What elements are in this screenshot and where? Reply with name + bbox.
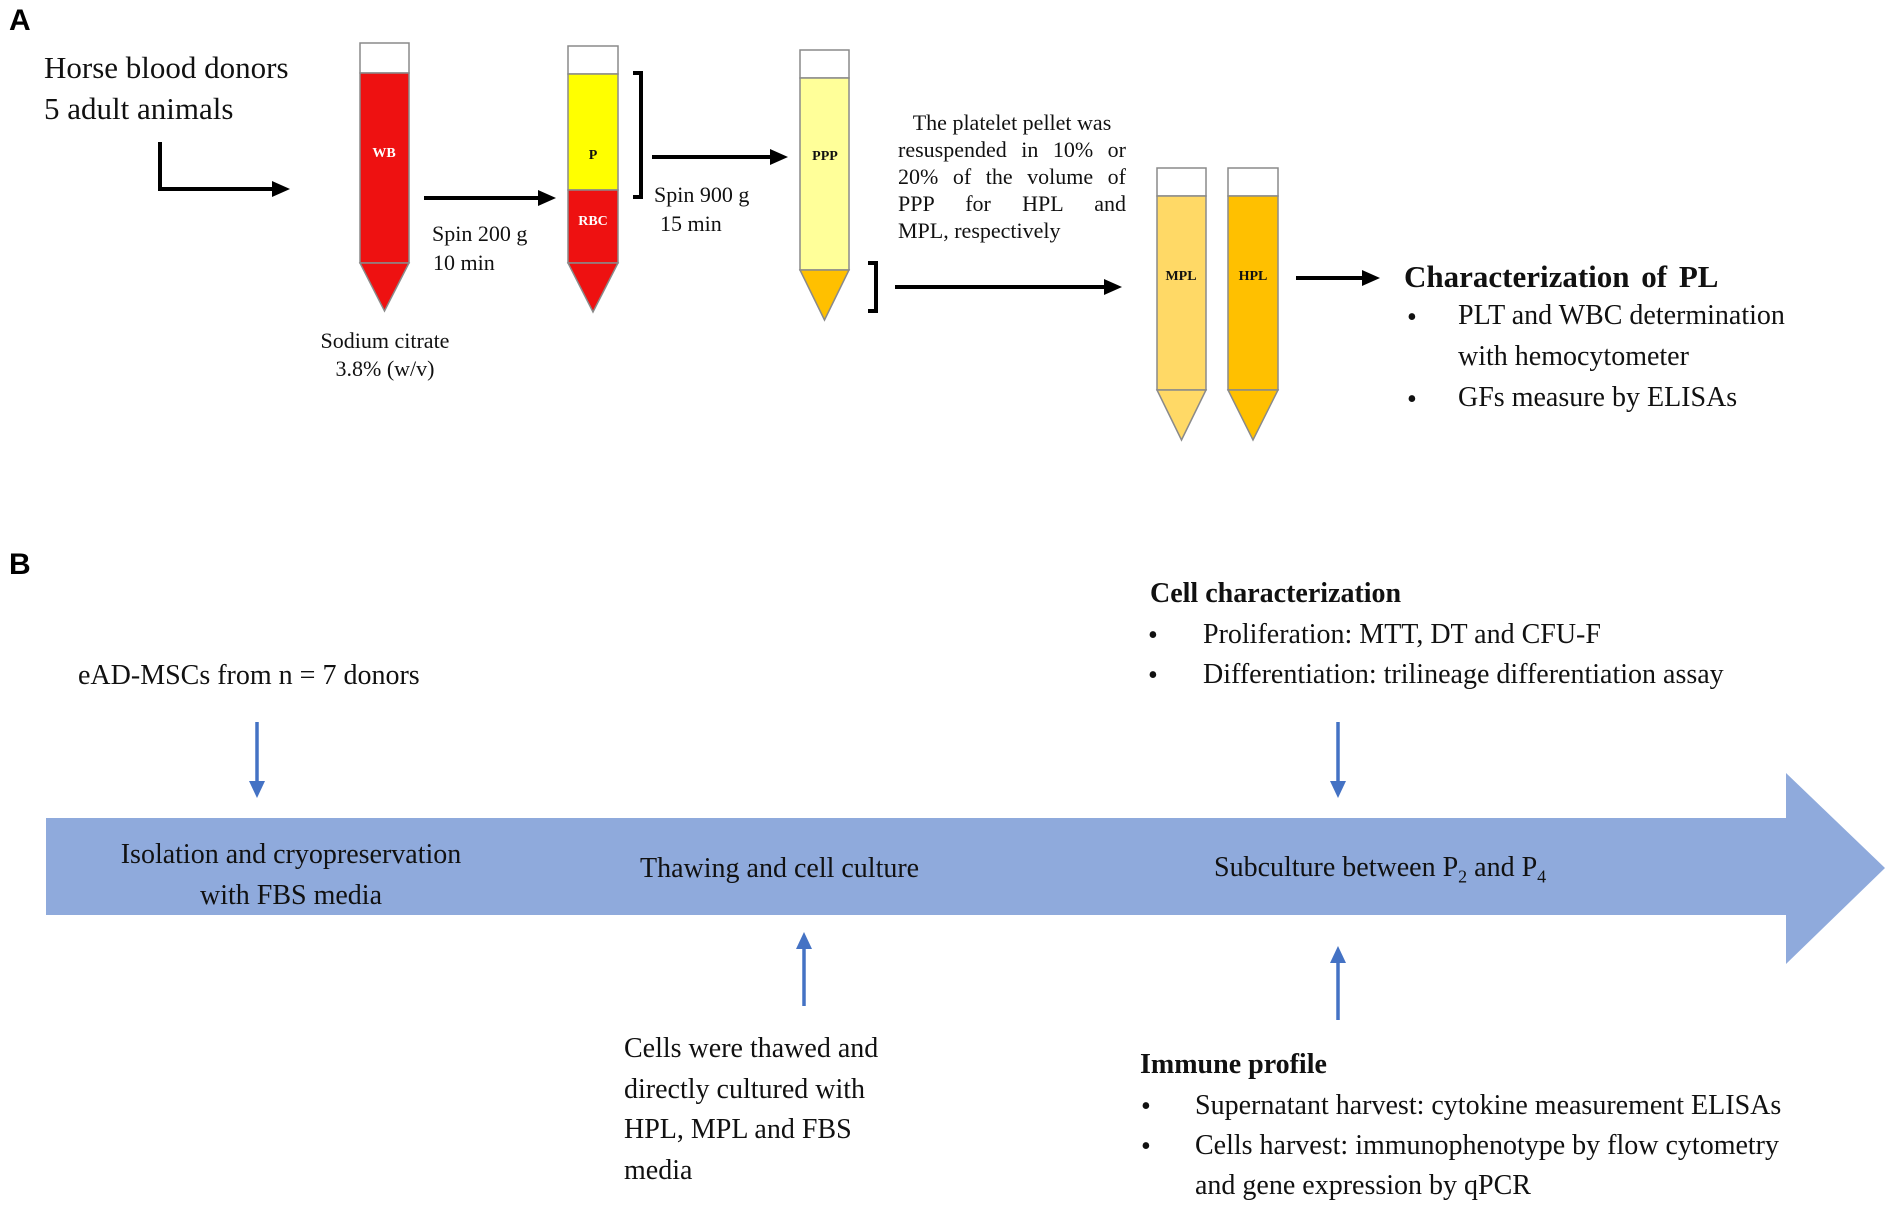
tube-label-rbc: RBC	[578, 214, 608, 229]
cell-char-title: Cell characterization	[1150, 578, 1401, 610]
immune-item-1: Supernatant harvest: cytokine measuremen…	[1195, 1090, 1782, 1121]
resuspend-line-3: 20% of the volume of	[898, 164, 1126, 189]
panel-a-connectors	[158, 71, 1366, 313]
cell-char-item-2: Differentiation: trilineage differentiat…	[1203, 659, 1724, 690]
char-item-1-line-2: with hemocytometer	[1458, 341, 1689, 372]
immune-item-2-line-2: and gene expression by qPCR	[1195, 1170, 1531, 1201]
resuspend-line-1: The platelet pellet was	[912, 110, 1112, 135]
cell-char-item-1: Proliferation: MTT, DT and CFU-F	[1203, 619, 1601, 650]
spin2-line-1: Spin 900 g	[654, 182, 750, 207]
stage1-line-1: Isolation and cryopreservation	[120, 839, 462, 870]
immune-item-2-line-1: Cells harvest: immunophenotype by flow c…	[1195, 1130, 1780, 1161]
immune-bullet-1: •	[1141, 1091, 1151, 1122]
stage3-label: Subculture between P2 and P4	[1214, 852, 1546, 888]
pellet-bracket	[868, 261, 878, 313]
timeline-arrow	[46, 773, 1885, 964]
panel-label-b: B	[9, 548, 31, 581]
tube-label-wb: WB	[372, 146, 395, 161]
anticoagulant-line-1: Sodium citrate	[320, 328, 450, 353]
panel-label-a: A	[9, 4, 31, 37]
thaw-note-line-4: media	[624, 1155, 693, 1186]
panel-b-small-arrows	[249, 722, 1346, 1020]
tube-ppp	[798, 49, 851, 322]
char-bullet-1: •	[1407, 302, 1417, 333]
tube-hpl	[1226, 167, 1280, 442]
donor-arrow	[158, 142, 280, 191]
cell-char-bullet-2: •	[1148, 660, 1158, 691]
char-bullet-2: •	[1407, 384, 1417, 415]
anticoagulant-line-2: 3.8% (w/v)	[335, 356, 435, 381]
donors-line-1: Horse blood donors	[44, 50, 289, 85]
stage1-line-2: with FBS media	[199, 880, 382, 911]
source-label: eAD-MSCs from n = 7 donors	[78, 660, 420, 691]
tube-label-hpl: HPL	[1239, 269, 1268, 284]
tube-whole-blood	[358, 42, 411, 313]
stage2-label: Thawing and cell culture	[640, 853, 920, 884]
char-item-2: GFs measure by ELISAs	[1458, 382, 1738, 413]
tube-label-ppp: PPP	[812, 149, 838, 164]
spin1-line-2: 10 min	[433, 250, 495, 275]
spin1-line-1: Spin 200 g	[432, 221, 528, 246]
char-item-1-line-1: PLT and WBC determination	[1458, 300, 1785, 331]
tube-label-p: P	[589, 148, 598, 163]
characterization-title: Characterization of PL	[1404, 259, 1719, 294]
tube-label-mpl: MPL	[1165, 269, 1196, 284]
stage3-sub-2: 4	[1537, 866, 1547, 887]
resuspend-line-5: MPL, respectively	[898, 218, 1061, 243]
stage3-sub-1: 2	[1458, 866, 1468, 887]
thaw-note-line-1: Cells were thawed and	[624, 1033, 879, 1064]
tube-centrifuged-blood	[566, 45, 620, 314]
immune-bullet-2: •	[1141, 1131, 1151, 1162]
donors-line-2: 5 adult animals	[44, 91, 234, 126]
resuspend-line-2: resuspended in 10% or	[898, 137, 1126, 162]
stage3-text: Subculture between P	[1214, 852, 1459, 883]
resuspend-line-4: PPP for HPL and	[898, 191, 1126, 216]
tube-mpl	[1155, 167, 1208, 442]
plasma-bracket	[633, 71, 643, 199]
thaw-note-line-3: HPL, MPL and FBS	[624, 1114, 852, 1145]
thaw-note-line-2: directly cultured with	[624, 1074, 866, 1105]
cell-char-bullet-1: •	[1148, 620, 1158, 651]
cell-char-title-text: Cell characterization	[1150, 578, 1402, 609]
stage3-mid: and P	[1467, 852, 1538, 883]
spin2-line-2: 15 min	[660, 211, 722, 236]
immune-title: Immune profile	[1140, 1049, 1327, 1080]
panel-a-arrowheads	[272, 149, 1380, 295]
resuspend-note: The platelet pellet was resuspended in 1…	[898, 110, 1126, 244]
